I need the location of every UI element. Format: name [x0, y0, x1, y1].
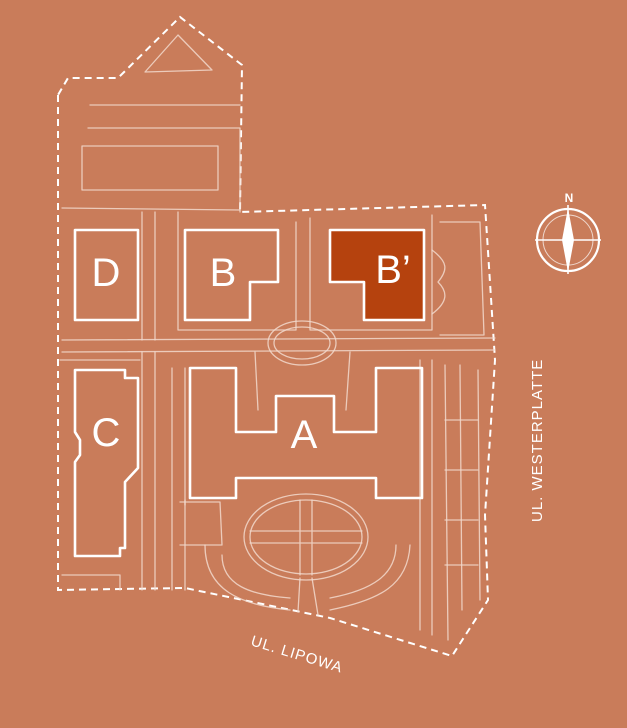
compass-north-label: N: [565, 191, 574, 205]
building-c[interactable]: C: [73, 368, 140, 558]
building-b-prime-label: B’: [375, 248, 411, 292]
building-a-label: A: [291, 413, 318, 457]
site-boundary: [57, 15, 497, 658]
building-b[interactable]: B: [183, 228, 280, 322]
building-a[interactable]: A: [188, 366, 424, 500]
street-label-lipowa: UL. LIPOWA: [249, 633, 345, 677]
building-c-label: C: [92, 411, 121, 455]
street-label-westerplatte: UL. WESTERPLATTE: [529, 359, 546, 522]
building-b-label: B: [210, 251, 237, 295]
building-b-prime[interactable]: B’: [328, 228, 426, 322]
compass-rose-icon: N: [535, 191, 601, 274]
building-d-label: D: [92, 251, 121, 295]
site-sketch-lines: [59, 34, 496, 641]
building-d[interactable]: D: [73, 228, 140, 322]
building-b-prime-shape: [328, 228, 426, 322]
